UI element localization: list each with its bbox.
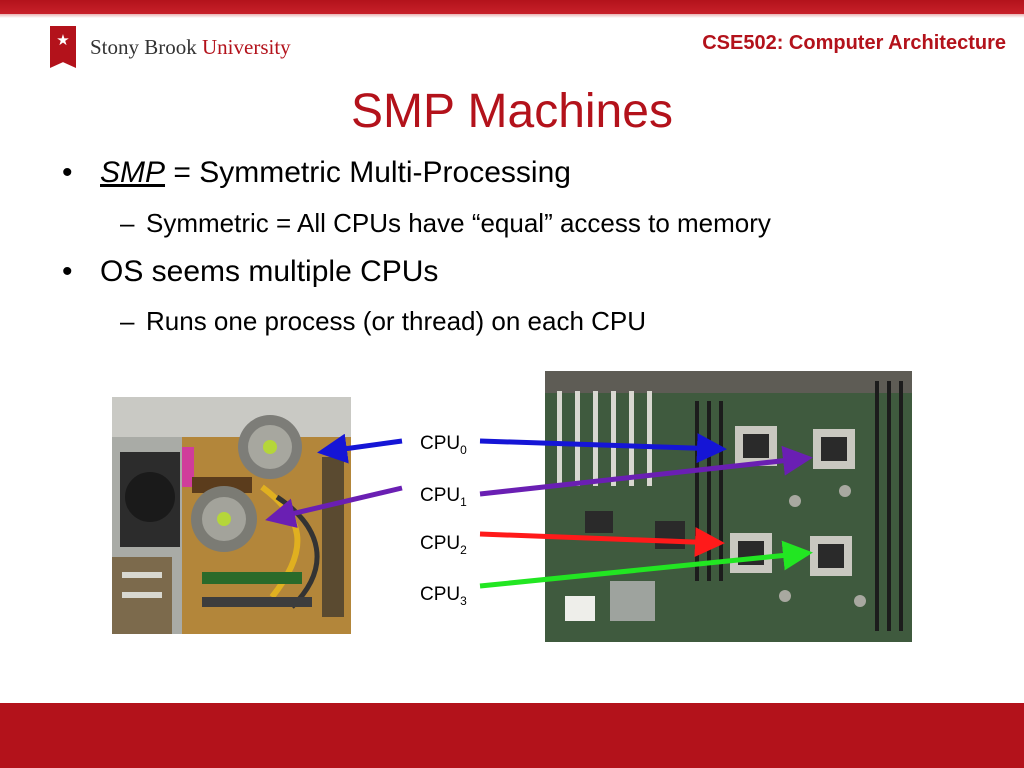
arrow-cpu1-left [265,485,403,528]
server-motherboard-photo [545,371,912,642]
bullet-dot: • [62,255,73,288]
pc-case-photo [112,397,351,634]
cpu-label-3: CPU3 [420,584,467,608]
bullet-text-rest: = Symmetric Multi-Processing [165,156,571,189]
cpu-label-2: CPU2 [420,533,467,557]
logo-name-suffix: University [202,34,291,59]
university-logo: ★ Stony Brook University [50,26,291,68]
shield-icon: ★ [50,26,76,68]
sub-bullet-text: Symmetric = All CPUs have “equal” access… [146,208,771,238]
arrow-cpu3-right [479,540,813,589]
course-title: CSE502: Computer Architecture [702,32,1006,54]
arrow-cpu0-left [317,433,403,464]
slide-title: SMP Machines [351,85,673,138]
logo-wordmark: Stony Brook University [90,35,291,60]
sub-bullet-dash: – [120,306,135,336]
top-accent-bar [0,0,1024,14]
cpu-label-base: CPU [420,533,461,554]
logo-name: Stony Brook [90,34,197,59]
bullet-dot: • [62,156,73,189]
cpu-label-index: 0 [460,442,467,457]
arrow-cpu0-right [479,433,727,464]
sub-bullet-text: Runs one process (or thread) on each CPU [146,306,647,336]
arrow-cpu2-right [479,527,725,558]
cpu-label-base: CPU [420,433,461,454]
star-icon: ★ [56,32,70,49]
sub-bullet-dash: – [120,208,135,238]
footer-bar [0,703,1024,768]
cpu-label-index: 2 [460,542,467,557]
cpu-label-index: 1 [460,494,467,509]
cpu-label-base: CPU [420,584,461,605]
cpu-label-index: 3 [460,593,467,608]
bullet-text: OS seems multiple CPUs [100,255,439,288]
arrow-cpu1-right [479,445,813,497]
cpu-label-0: CPU0 [420,433,467,457]
bullet-text: SMP = Symmetric Multi-Processing [100,156,571,190]
smp-term: SMP [100,156,166,189]
cpu-label-1: CPU1 [420,485,467,509]
top-accent-shade [0,14,1024,18]
cpu-label-base: CPU [420,485,461,506]
